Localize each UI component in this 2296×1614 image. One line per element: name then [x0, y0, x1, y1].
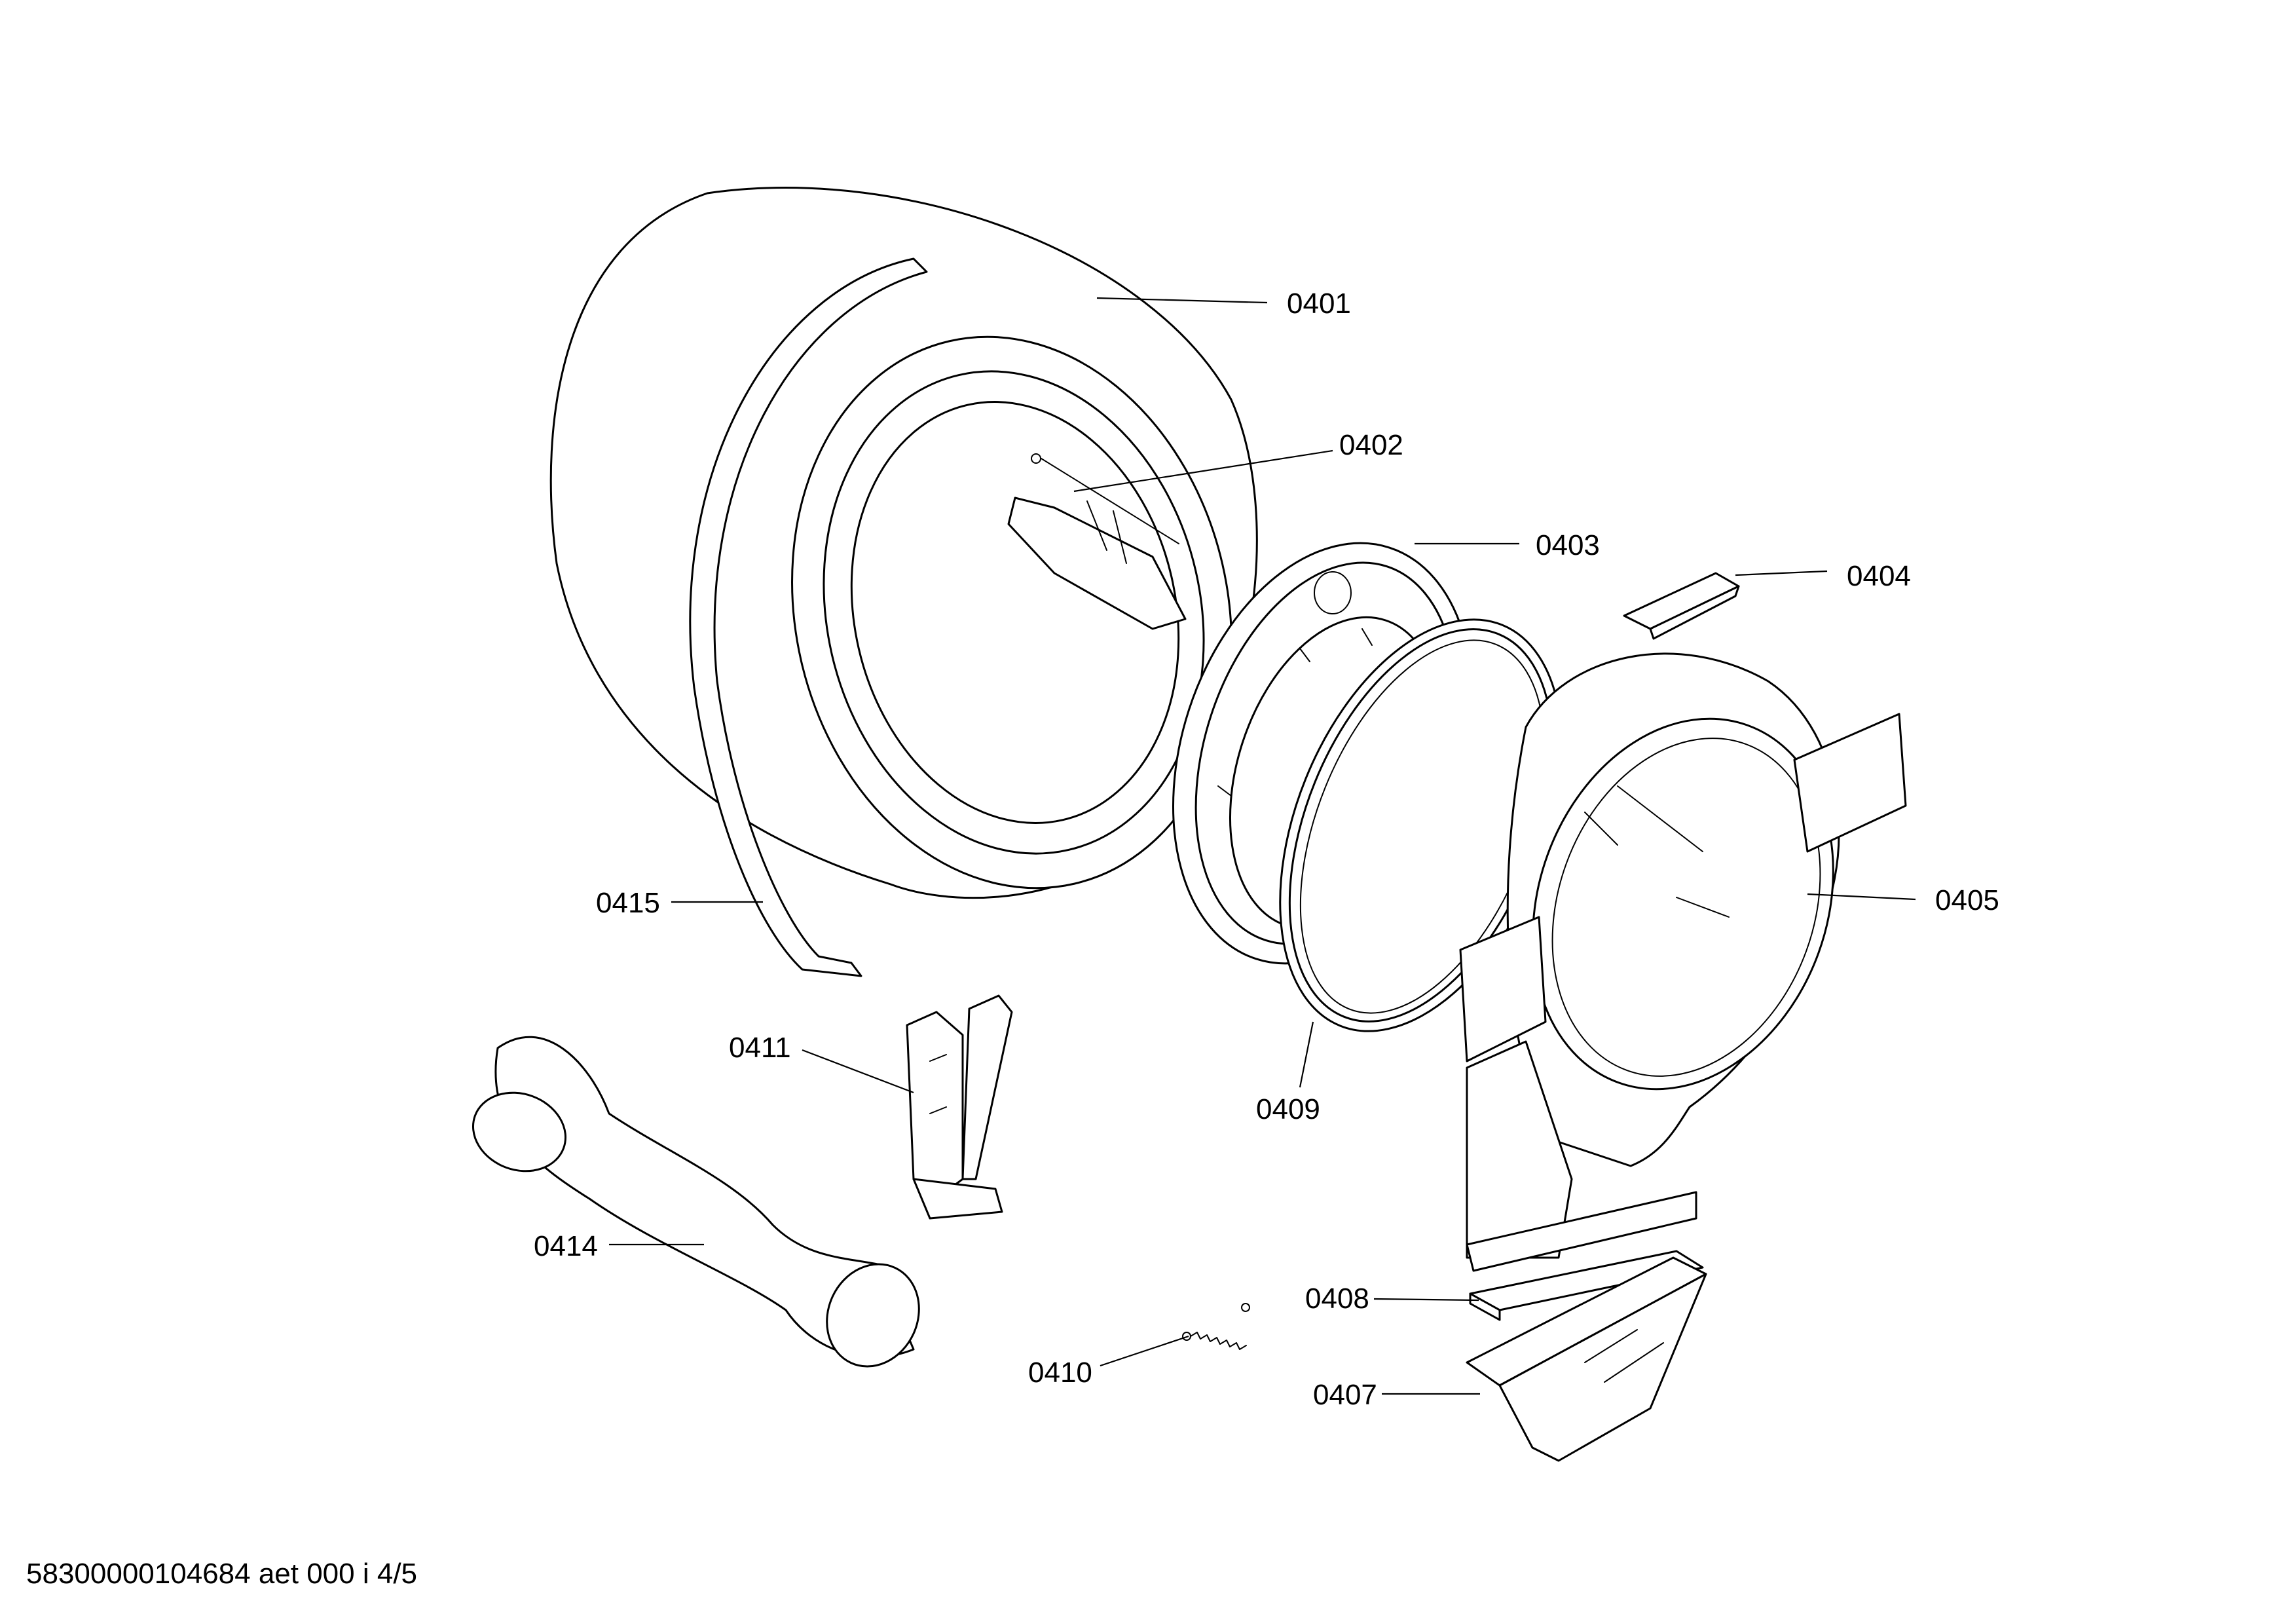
callout-0407: 0407: [1313, 1379, 1377, 1411]
felt-seal-ring-part[interactable]: [1225, 578, 1618, 1072]
callout-0408: 0408: [1305, 1283, 1369, 1315]
front-panel-part[interactable]: [1459, 652, 1907, 1272]
exhaust-hose-part[interactable]: [462, 1036, 936, 1381]
leader-0408: [1373, 1298, 1479, 1302]
callout-0415: 0415: [596, 887, 660, 919]
leader-0410: [1100, 1335, 1189, 1367]
leader-0401: [1096, 297, 1268, 304]
filter-housing-part[interactable]: [1466, 1256, 1707, 1462]
callout-0402: 0402: [1339, 429, 1403, 461]
bracket-part[interactable]: [906, 994, 1013, 1220]
leader-lines: [609, 297, 1916, 1395]
callout-0409: 0409: [1256, 1093, 1320, 1125]
callout-labels: 0401 0402 0403 0404 0405 0407 0408 0409 …: [534, 288, 1999, 1411]
callout-0410: 0410: [1028, 1357, 1092, 1389]
document-reference: 58300000104684 aet 000 i 4/5: [26, 1558, 418, 1590]
leader-0404: [1735, 570, 1828, 576]
leader-0409: [1299, 1021, 1314, 1088]
leader-0405: [1807, 893, 1916, 901]
drive-belt-part[interactable]: [689, 257, 928, 977]
callout-0403: 0403: [1536, 529, 1600, 561]
drum-part[interactable]: [549, 187, 1285, 933]
callout-0411: 0411: [729, 1032, 791, 1064]
callout-0405: 0405: [1935, 884, 1999, 916]
leader-0411: [802, 1049, 914, 1094]
callout-0404: 0404: [1847, 560, 1911, 592]
clip-part[interactable]: [1623, 572, 1740, 640]
callout-0401: 0401: [1287, 288, 1351, 320]
callout-0414: 0414: [534, 1230, 598, 1262]
spring-part[interactable]: [1182, 1303, 1250, 1350]
leader-0402: [1073, 449, 1333, 493]
drum-lifter-part[interactable]: [1007, 453, 1187, 630]
